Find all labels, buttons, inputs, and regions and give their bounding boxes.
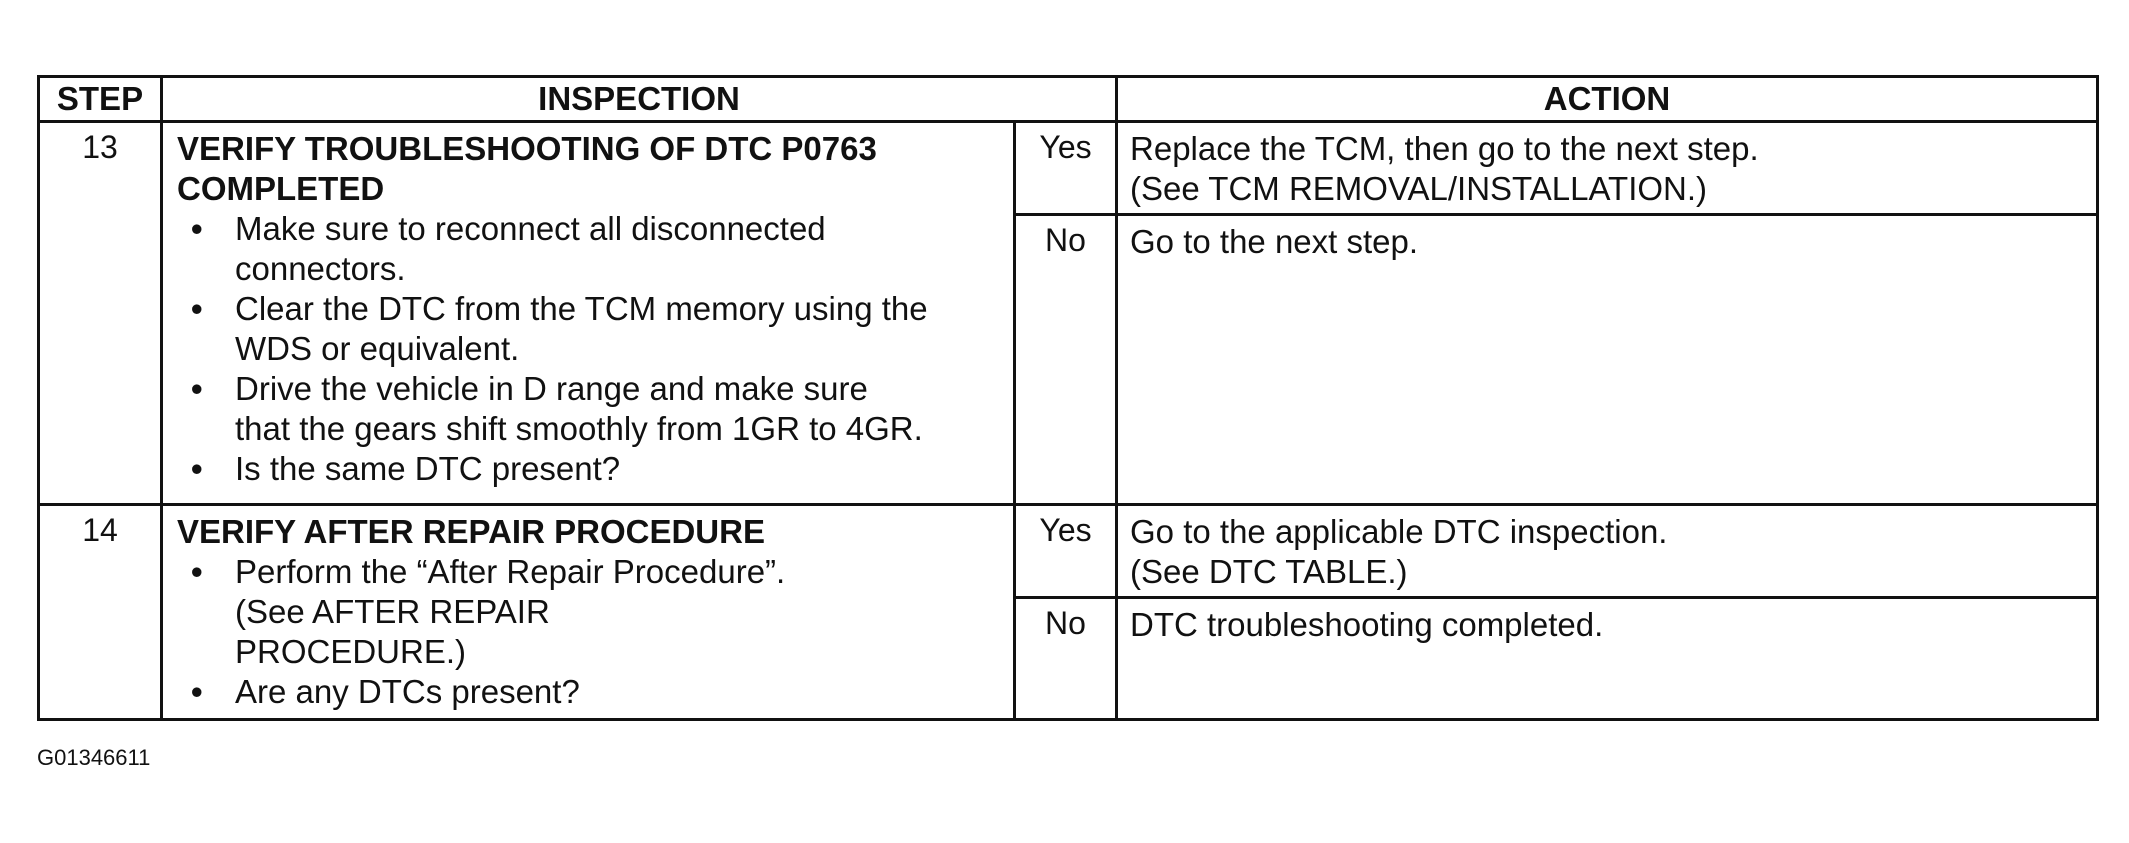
item-text: Is the same DTC present? xyxy=(235,450,621,487)
figure-code: G01346611 xyxy=(37,745,151,770)
table-row: 13 VERIFY TROUBLESHOOTING OF DTC P0763 C… xyxy=(37,120,2100,506)
bullet-icon: • xyxy=(191,673,203,710)
note-text: PROCEDURE.) xyxy=(235,633,467,670)
list-item: • Clear the DTC from the TCM memory usin… xyxy=(177,289,1001,369)
yes-label: Yes xyxy=(1012,503,1119,599)
item-text: Are any DTCs present? xyxy=(235,673,580,710)
bullet-icon: • xyxy=(191,210,203,247)
action-text: (See DTC TABLE.) xyxy=(1130,553,1408,590)
list-item: • Are any DTCs present? xyxy=(177,672,1001,712)
bullet-icon: • xyxy=(191,553,203,590)
inspection-note: (See AFTER REPAIR PROCEDURE.) xyxy=(177,592,1001,672)
inspection-list: • Make sure to reconnect all disconnecte… xyxy=(177,209,1001,489)
item-text: that the gears shift smoothly from 1GR t… xyxy=(235,410,923,447)
header-inspection: INSPECTION xyxy=(159,75,1119,123)
inspection-list: • Perform the “After Repair Procedure”. xyxy=(177,552,1001,592)
header-step: STEP xyxy=(37,75,163,123)
action-text: Go to the applicable DTC inspection. xyxy=(1130,513,1668,550)
title-line: COMPLETED xyxy=(177,170,385,207)
step-number: 13 xyxy=(37,120,163,506)
header-row: STEP INSPECTION ACTION xyxy=(37,75,2100,123)
yes-action: Replace the TCM, then go to the next ste… xyxy=(1115,120,2100,216)
yes-action: Go to the applicable DTC inspection. (Se… xyxy=(1115,503,2100,599)
item-text: connectors. xyxy=(235,250,406,287)
list-item: • Is the same DTC present? xyxy=(177,449,1001,489)
diagnostic-table: STEP INSPECTION ACTION 13 VERIFY TROUBLE… xyxy=(37,75,2100,721)
inspection-list: • Are any DTCs present? xyxy=(177,672,1001,712)
inspection-title: VERIFY AFTER REPAIR PROCEDURE xyxy=(177,513,765,550)
table-row: No Go to the next step. xyxy=(39,213,2100,506)
item-text: Make sure to reconnect all disconnected xyxy=(235,210,826,247)
item-text: Drive the vehicle in D range and make su… xyxy=(235,370,868,407)
header-action: ACTION xyxy=(1115,75,2100,123)
table-row: 14 VERIFY AFTER REPAIR PROCEDURE • Perfo… xyxy=(37,503,2100,721)
title-line: VERIFY TROUBLESHOOTING OF DTC P0763 xyxy=(177,130,877,167)
no-action: DTC troubleshooting completed. xyxy=(1115,596,2100,721)
list-item: • Drive the vehicle in D range and make … xyxy=(177,369,1001,449)
bullet-icon: • xyxy=(191,290,203,327)
no-label: No xyxy=(1012,596,1119,721)
action-text: DTC troubleshooting completed. xyxy=(1130,606,1604,643)
inspection-cell: VERIFY AFTER REPAIR PROCEDURE • Perform … xyxy=(160,503,1016,721)
table-row: No DTC troubleshooting completed. xyxy=(39,596,2100,721)
bullet-icon: • xyxy=(191,370,203,407)
item-text: WDS or equivalent. xyxy=(235,330,520,367)
action-text: Replace the TCM, then go to the next ste… xyxy=(1130,130,1759,167)
action-text: Go to the next step. xyxy=(1130,223,1419,260)
no-label: No xyxy=(1012,213,1119,506)
item-text: Perform the “After Repair Procedure”. xyxy=(235,553,786,590)
list-item: • Make sure to reconnect all disconnecte… xyxy=(177,209,1001,289)
action-text: (See TCM REMOVAL/INSTALLATION.) xyxy=(1130,170,1708,207)
item-text: Clear the DTC from the TCM memory using … xyxy=(235,290,928,327)
yes-label: Yes xyxy=(1012,120,1119,216)
inspection-cell: VERIFY TROUBLESHOOTING OF DTC P0763 COMP… xyxy=(160,120,1016,506)
list-item: • Perform the “After Repair Procedure”. xyxy=(177,552,1001,592)
note-text: (See AFTER REPAIR xyxy=(235,593,550,630)
step-number: 14 xyxy=(37,503,163,721)
no-action: Go to the next step. xyxy=(1115,213,2100,506)
bullet-icon: • xyxy=(191,450,203,487)
inspection-title: VERIFY TROUBLESHOOTING OF DTC P0763 COMP… xyxy=(177,129,1001,209)
